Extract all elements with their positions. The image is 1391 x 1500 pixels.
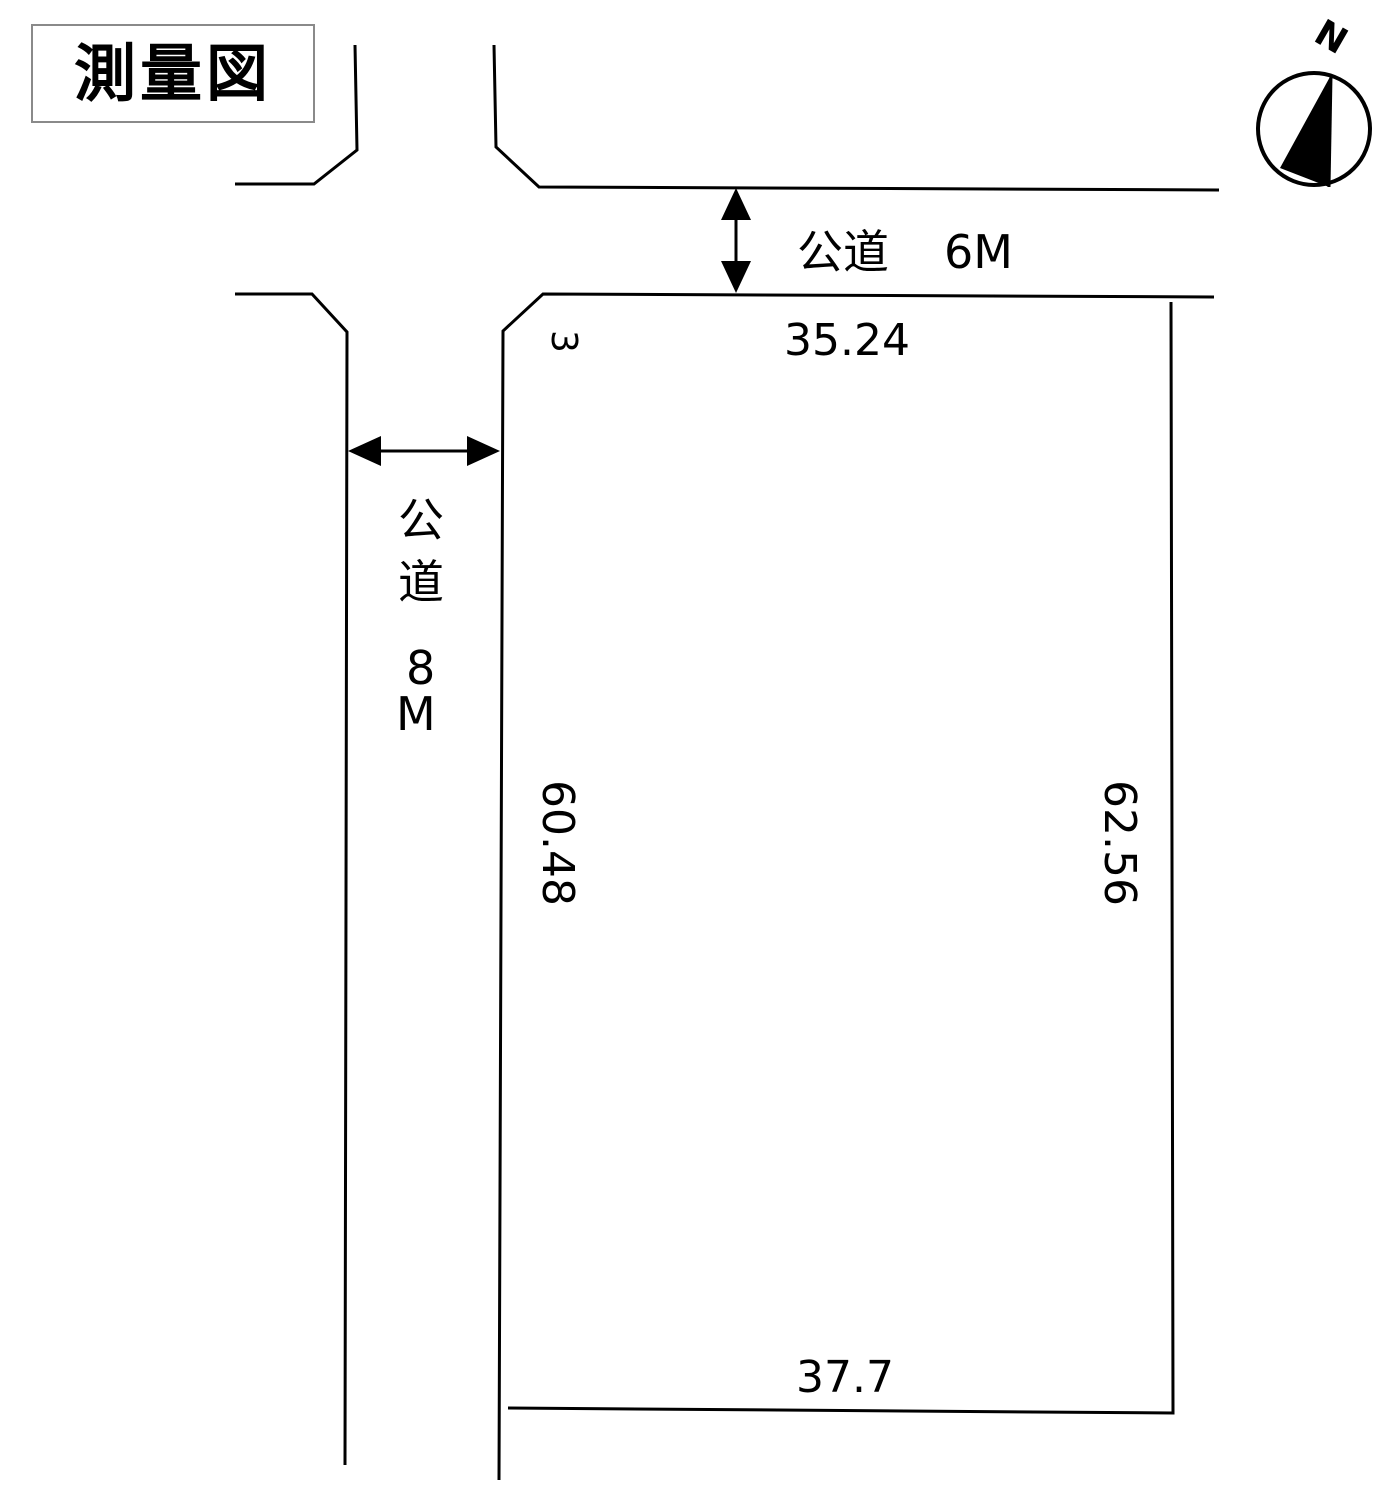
north-road-dimension-arrow: [721, 188, 751, 293]
title-box: 測量図: [31, 24, 315, 123]
west-road-width-digit: 8: [406, 641, 435, 695]
west-road-right-edge: [492, 44, 1220, 1481]
west-road-label-char-1: 公: [398, 493, 444, 547]
corner-cut-length: 3: [543, 330, 584, 353]
north-side-length: 35.24: [784, 315, 910, 366]
south-side-length: 37.7: [796, 1352, 894, 1403]
west-road-left-edge: [235, 44, 359, 1466]
north-road-label: 公道: [797, 225, 889, 279]
lot-boundary: [507, 301, 1175, 1415]
west-road-dimension-arrow: [348, 436, 500, 466]
west-road-label-char-2: 道: [398, 555, 444, 609]
compass-north-letter: N: [1308, 12, 1355, 63]
north-road-width: 6M: [944, 225, 1013, 279]
east-side-length: 62.56: [1094, 780, 1145, 906]
west-side-length: 60.48: [532, 780, 583, 906]
west-road-width-unit: M: [396, 687, 436, 741]
north-arrow-icon: N: [1256, 12, 1372, 188]
page-title: 測量図: [73, 36, 272, 110]
